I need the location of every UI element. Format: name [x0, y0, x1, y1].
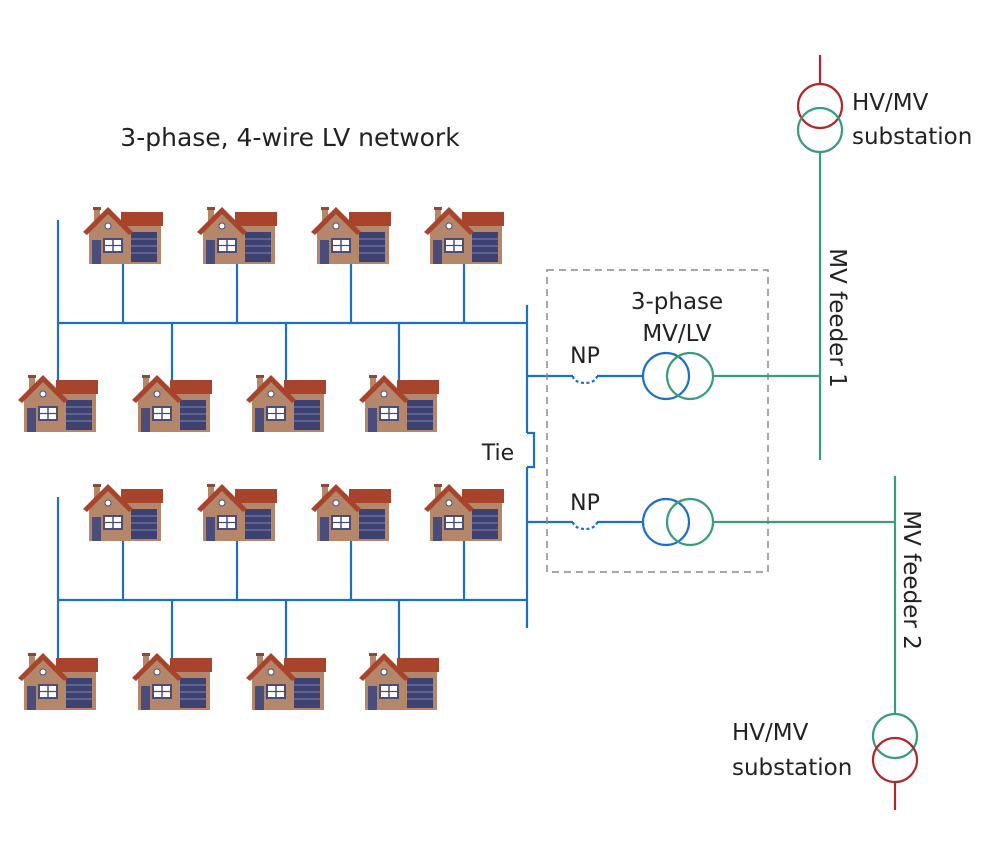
mv-feeder-1-label: MV feeder 1: [824, 248, 850, 387]
houses-lower-bottom-row: [17, 652, 440, 711]
house-icon: [17, 652, 99, 711]
lv-network: [56, 220, 643, 665]
transformer-icon: [641, 497, 715, 547]
house-icon: [131, 652, 213, 711]
house-icon: [131, 374, 213, 433]
transformer-label-line2: MV/LV: [642, 321, 712, 347]
mv-feeder-2-label: MV feeder 2: [898, 510, 924, 649]
hvmv-top-label-line2: substation: [852, 124, 972, 150]
hvmv-bottom-label-line2: substation: [732, 755, 852, 781]
houses-upper-top-row: [82, 206, 505, 265]
houses-upper-bottom-row: [17, 374, 440, 433]
normally-open-point-icon: [571, 375, 599, 385]
transformer-label-line1: 3-phase: [631, 289, 723, 315]
transformer-icon: [641, 351, 715, 401]
house-icon: [423, 206, 505, 265]
hvmv-bottom-label-line1: HV/MV: [732, 720, 809, 746]
diagram-title: 3-phase, 4-wire LV network: [120, 123, 460, 152]
house-icon: [423, 483, 505, 542]
house-icon: [358, 374, 440, 433]
house-icon: [310, 206, 392, 265]
hvmv-top-label-line1: HV/MV: [852, 90, 929, 116]
house-icon: [82, 206, 164, 265]
transformer-icon: [871, 712, 919, 810]
house-icon: [196, 206, 278, 265]
normally-open-point-icon: [571, 521, 599, 531]
house-icon: [17, 374, 99, 433]
house-icon: [82, 483, 164, 542]
houses-lower-top-row: [82, 483, 505, 542]
np-lower-label: NP: [570, 491, 600, 516]
house-icon: [196, 483, 278, 542]
house-icon: [245, 374, 327, 433]
transformer-icon: [796, 55, 844, 154]
house-icon: [245, 652, 327, 711]
house-icon: [310, 483, 392, 542]
np-upper-label: NP: [570, 344, 600, 369]
substation-enclosure: [546, 269, 769, 573]
mv-feeders: [713, 153, 897, 713]
tie-label: Tie: [481, 441, 514, 466]
house-icon: [358, 652, 440, 711]
